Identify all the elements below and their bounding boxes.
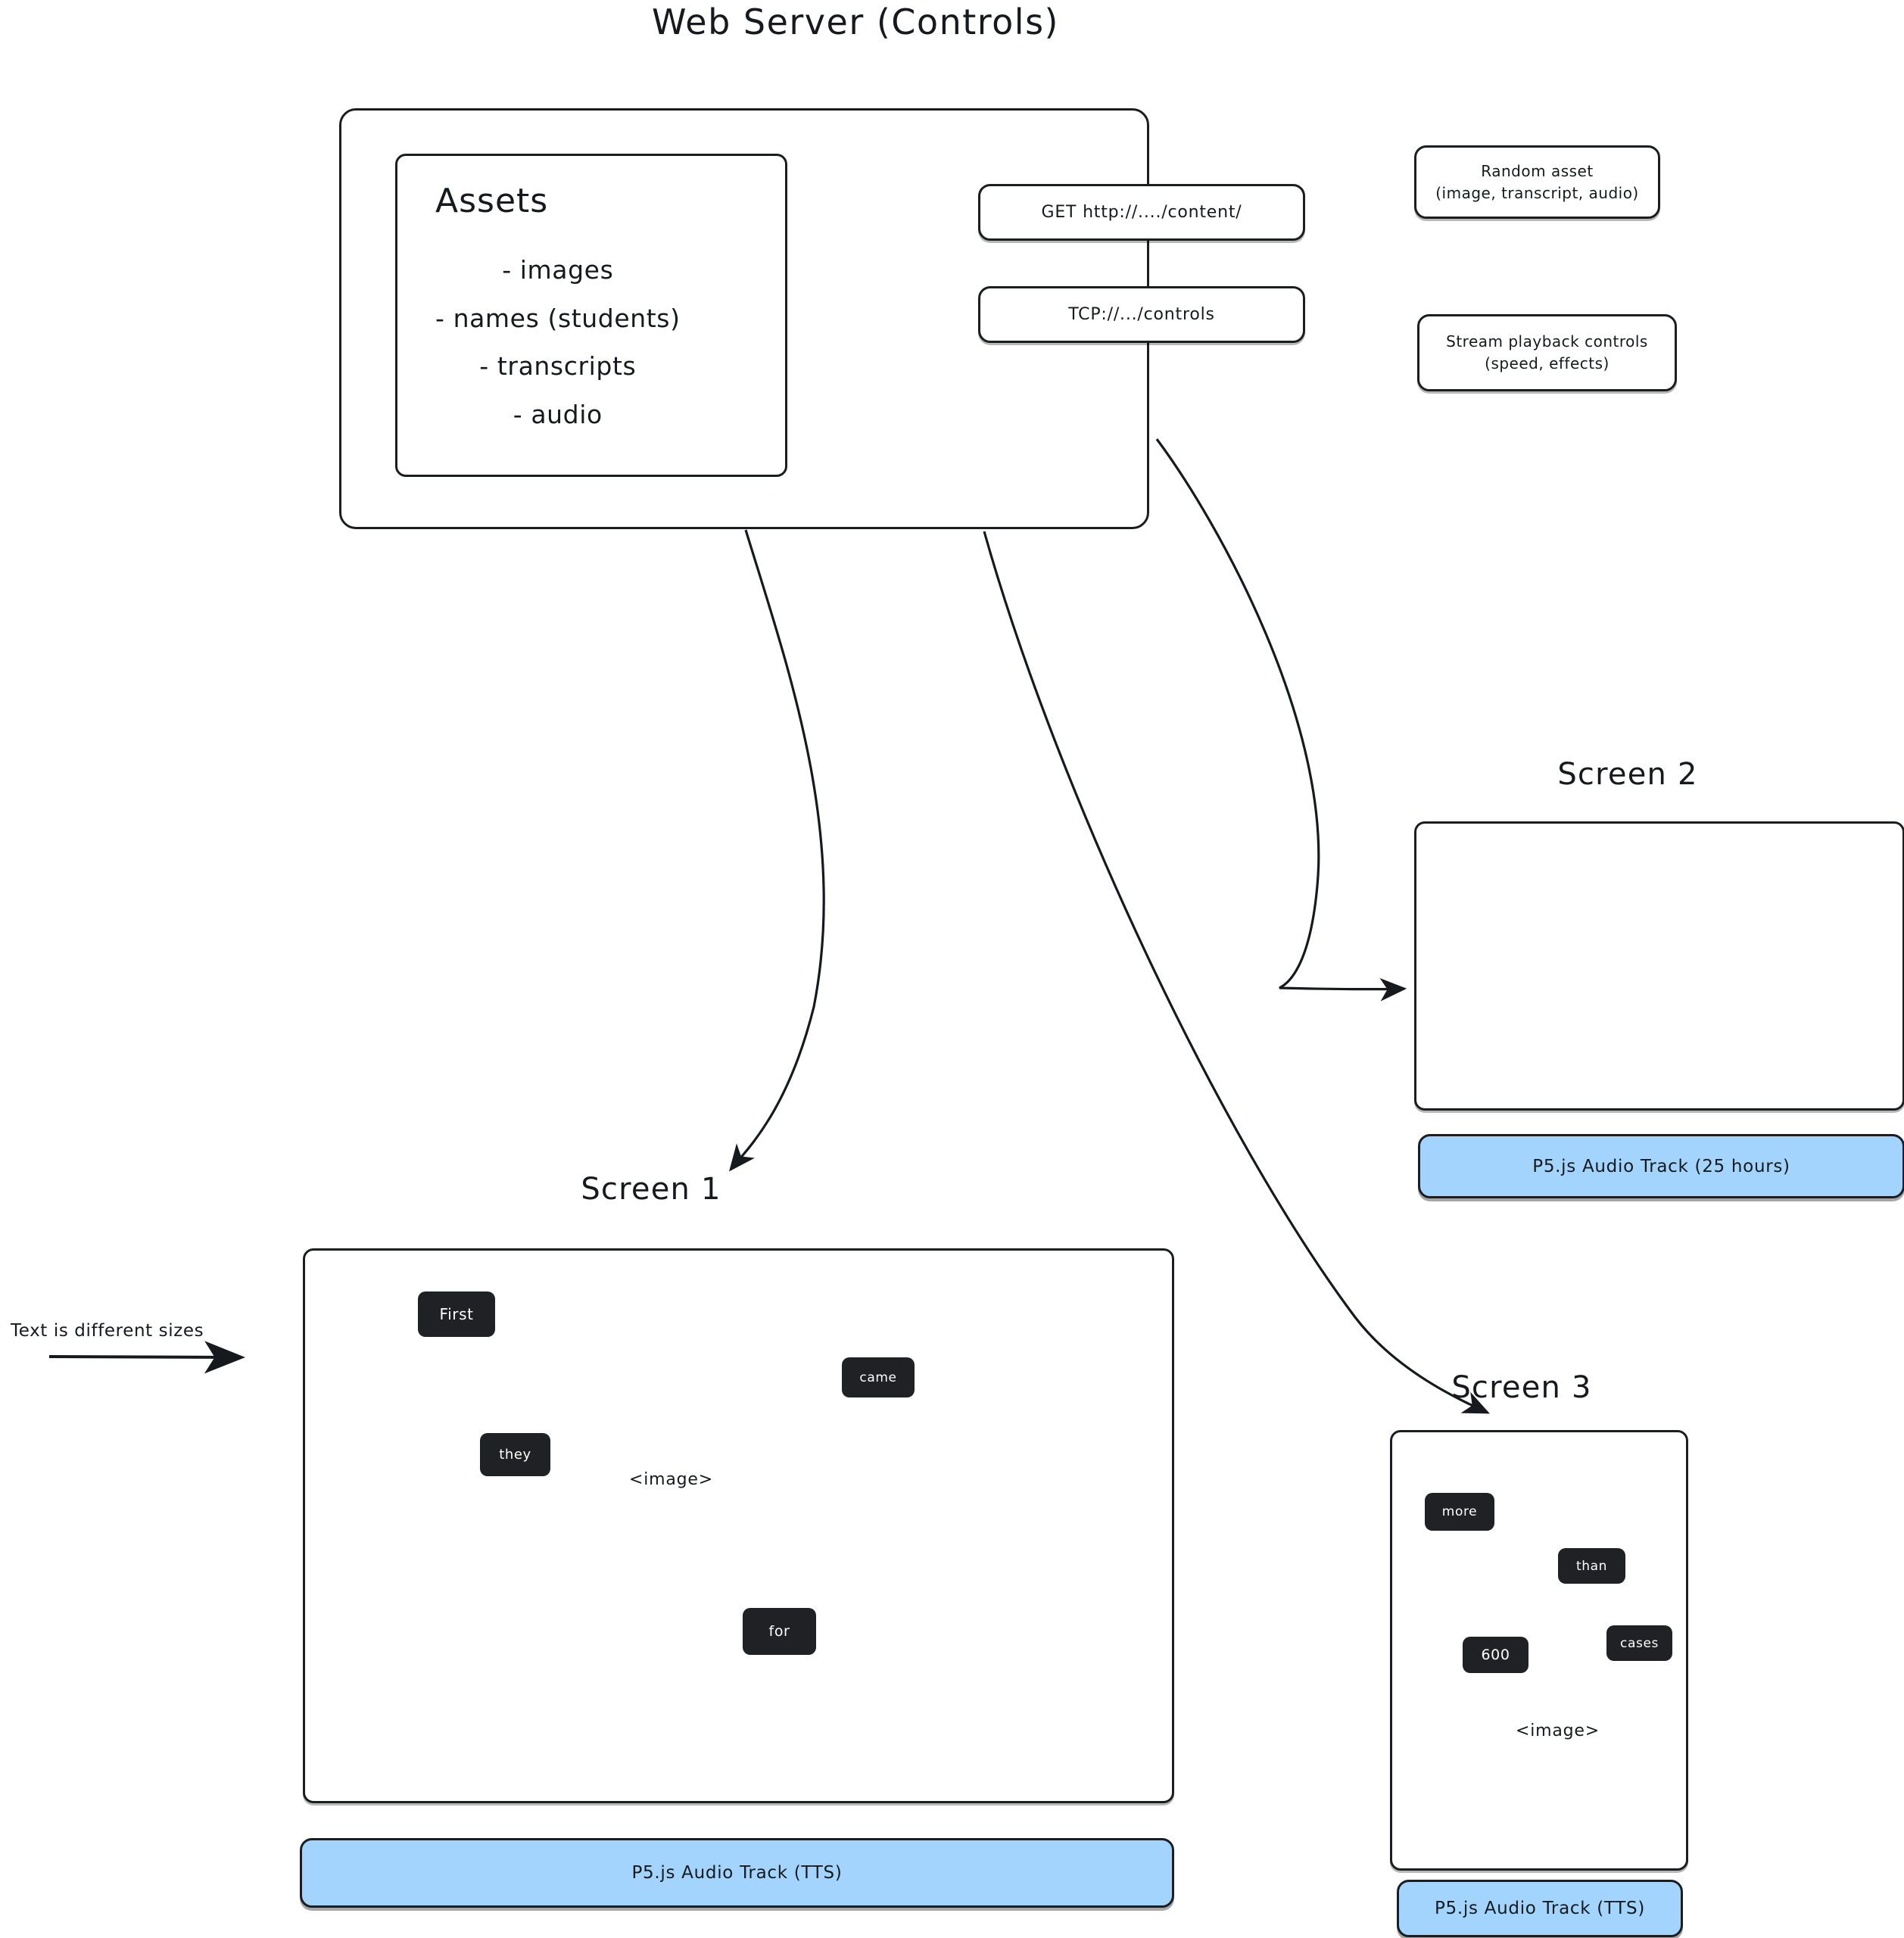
screen-3-chip[interactable]: 600 — [1463, 1637, 1528, 1673]
callout-stream-controls-line2: (speed, effects) — [1485, 354, 1610, 372]
assets-list-item: - names (students) — [435, 303, 681, 333]
screen-3-audio-track[interactable]: P5.js Audio Track (TTS) — [1397, 1880, 1683, 1937]
screen-1-chip[interactable]: they — [480, 1433, 550, 1476]
assets-title: Assets — [435, 182, 549, 220]
assets-list-item: - transcripts — [479, 351, 637, 382]
screen-1-title: Screen 1 — [581, 1172, 721, 1207]
screen-2-title: Screen 2 — [1557, 757, 1698, 792]
callout-stream-controls-line1: Stream playback controls — [1446, 332, 1648, 351]
assets-list-item: - audio — [513, 400, 603, 430]
screen-3-box: more than 600 cases <image> — [1390, 1430, 1688, 1871]
endpoint-http-content-label: GET http://..../content/ — [1041, 203, 1242, 222]
screen-2-audio-track-label: P5.js Audio Track (25 hours) — [1532, 1156, 1790, 1176]
screen-1-audio-track-label: P5.js Audio Track (TTS) — [631, 1863, 843, 1883]
endpoint-tcp-controls-box[interactable]: TCP://.../controls — [978, 286, 1305, 343]
screen-3-image-placeholder: <image> — [1516, 1721, 1600, 1740]
assets-list-item: - images — [502, 255, 614, 285]
callout-random-asset-line1: Random asset — [1481, 161, 1594, 180]
screen-3-title: Screen 3 — [1451, 1370, 1592, 1405]
screen-3-chip[interactable]: more — [1425, 1493, 1494, 1531]
screen-3-chip[interactable]: than — [1558, 1548, 1625, 1584]
screen-1-chip[interactable]: for — [743, 1608, 816, 1655]
assets-list: - images - names (students) - transcript… — [423, 246, 681, 439]
assets-box: Assets - images - names (students) - tra… — [395, 154, 787, 477]
screen-3-chip[interactable]: cases — [1606, 1625, 1672, 1661]
screen-2-audio-track[interactable]: P5.js Audio Track (25 hours) — [1418, 1134, 1904, 1198]
endpoint-http-content-box[interactable]: GET http://..../content/ — [978, 184, 1305, 241]
screen-1-audio-track[interactable]: P5.js Audio Track (TTS) — [300, 1838, 1174, 1908]
endpoint-tcp-controls-label: TCP://.../controls — [1068, 305, 1215, 324]
annotation-text-sizes: Text is different sizes — [11, 1321, 204, 1341]
page-title: Web Server (Controls) — [651, 2, 1060, 42]
callout-random-asset-box: Random asset (image, transcript, audio) — [1414, 145, 1660, 219]
screen-1-chip[interactable]: First — [418, 1291, 495, 1337]
screen-1-chip[interactable]: came — [842, 1357, 915, 1397]
screen-3-audio-track-label: P5.js Audio Track (TTS) — [1434, 1899, 1646, 1918]
callout-random-asset-line2: (image, transcript, audio) — [1435, 183, 1639, 202]
callout-stream-controls-box: Stream playback controls (speed, effects… — [1417, 314, 1677, 391]
screen-1-image-placeholder: <image> — [629, 1470, 713, 1489]
screen-2-box — [1414, 821, 1904, 1111]
screen-1-box: First came they for <image> — [303, 1248, 1174, 1803]
